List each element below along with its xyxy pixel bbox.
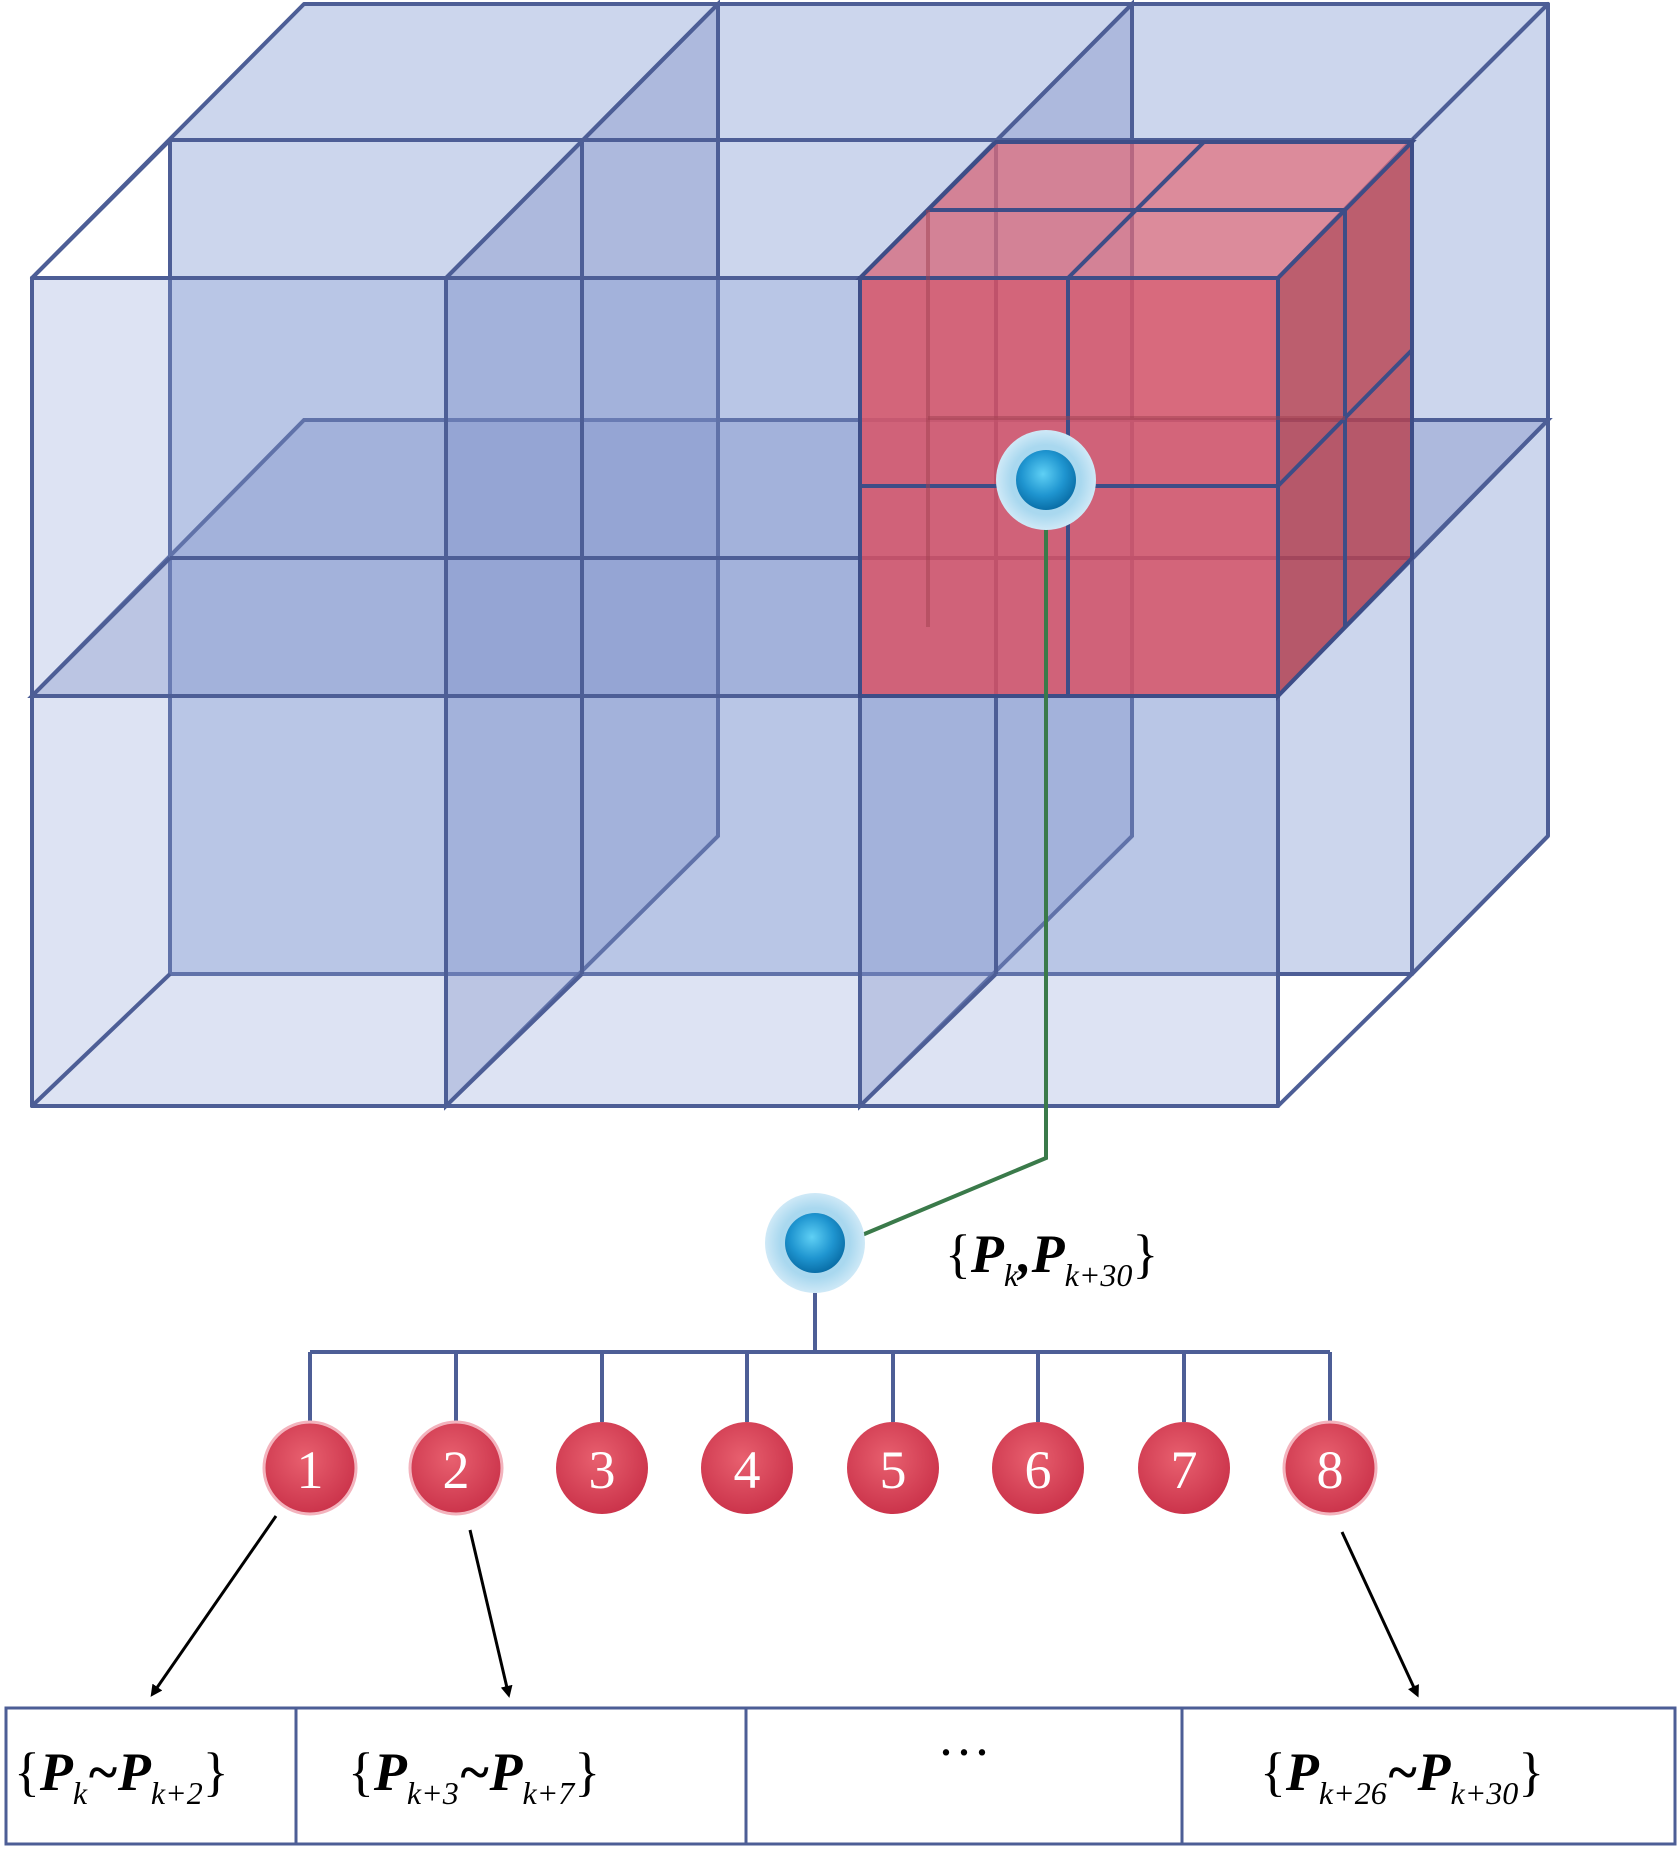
table-ellipsis: ··· <box>937 1722 991 1782</box>
table-cell-1-text: {Pk~Pk+2} <box>14 1742 229 1811</box>
arrow-2 <box>468 1529 513 1698</box>
child-node-4: 4 <box>701 1422 793 1514</box>
table-cell-2-text: {Pk+3~Pk+7} <box>348 1742 600 1811</box>
arrow-1 <box>150 1515 278 1697</box>
root-node <box>765 1193 865 1293</box>
root-label: {Pk,Pk+30} <box>945 1224 1158 1293</box>
table-cell-1 <box>4 1706 298 1846</box>
tree-connectors <box>308 1293 1332 1422</box>
child-node-3: 3 <box>556 1422 648 1514</box>
link-line <box>861 528 1048 1237</box>
child-node-2: 2 <box>408 1420 504 1516</box>
svg-text:8: 8 <box>1317 1440 1344 1500</box>
svg-text:4: 4 <box>734 1440 761 1500</box>
child-node-7: 7 <box>1138 1422 1230 1514</box>
table-cell-4 <box>1180 1706 1677 1846</box>
child-nodes: 1 2 3 4 5 6 7 8 <box>262 1420 1378 1516</box>
child-node-6: 6 <box>992 1422 1084 1514</box>
svg-text:7: 7 <box>1171 1440 1198 1500</box>
cube-center-point <box>996 430 1096 530</box>
arrow-8 <box>1340 1531 1419 1698</box>
svg-text:3: 3 <box>589 1440 616 1500</box>
child-node-5: 5 <box>847 1422 939 1514</box>
table-cell-4-text: {Pk+26~Pk+30} <box>1260 1742 1544 1811</box>
child-node-8: 8 <box>1282 1420 1378 1516</box>
svg-text:2: 2 <box>443 1440 470 1500</box>
red-octant-cube <box>855 137 1417 701</box>
table-cell-2 <box>294 1706 748 1846</box>
svg-text:6: 6 <box>1025 1440 1052 1500</box>
child-node-1: 1 <box>262 1420 358 1516</box>
svg-text:1: 1 <box>297 1440 324 1500</box>
arrows <box>150 1515 1419 1698</box>
points-table: {Pk~Pk+2} {Pk+3~Pk+7} ··· {Pk+26~Pk+30} <box>4 1706 1677 1846</box>
svg-text:5: 5 <box>880 1440 907 1500</box>
